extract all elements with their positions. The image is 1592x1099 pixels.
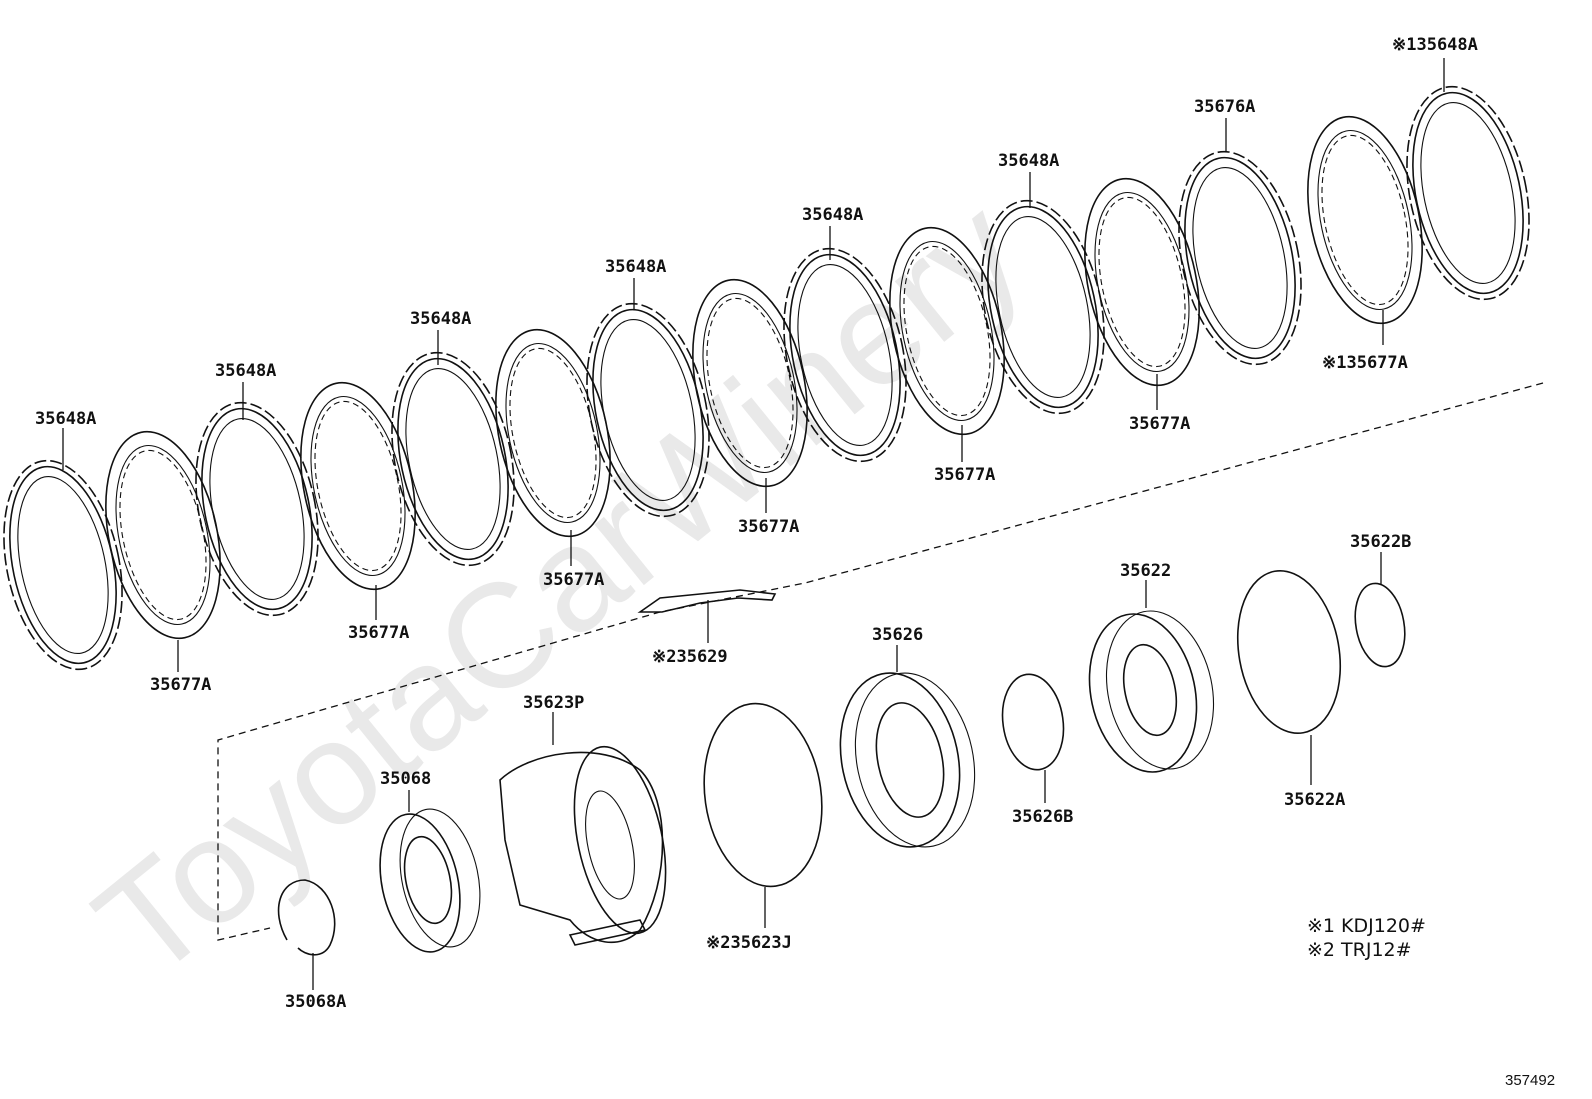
callout-35677a: 35677A bbox=[1129, 414, 1190, 434]
callout-35629: ※235629 bbox=[652, 647, 728, 667]
clutch-plate bbox=[3, 459, 123, 671]
callout-35677a: 35677A bbox=[543, 570, 604, 590]
o-ring bbox=[1001, 673, 1065, 771]
callout-35677a: 35677A bbox=[150, 675, 211, 695]
retainer-part bbox=[839, 672, 976, 848]
callout-35677a: 35677A bbox=[934, 465, 995, 485]
note-1: ※1 KDJ120# bbox=[1307, 915, 1426, 937]
o-ring bbox=[1236, 569, 1342, 735]
clutch-disc bbox=[1084, 177, 1200, 387]
callout-35622b: 35622B bbox=[1350, 532, 1411, 552]
callout-35648a: 35648A bbox=[410, 309, 471, 329]
clutch-plate bbox=[1178, 150, 1302, 366]
callout-35677a: 35677A bbox=[738, 517, 799, 537]
callout-35068: 35068 bbox=[380, 769, 431, 789]
figure-number: 357492 bbox=[1505, 1072, 1555, 1089]
clutch-plate bbox=[783, 247, 907, 463]
clutch-disc bbox=[300, 381, 416, 591]
snap-ring bbox=[277, 879, 336, 956]
callout-35648a-note1: ※135648A bbox=[1392, 35, 1478, 55]
clutch-disc bbox=[105, 430, 221, 640]
hub-part bbox=[379, 808, 481, 953]
note-2: ※2 TRJ12# bbox=[1307, 939, 1412, 961]
o-ring bbox=[1354, 582, 1406, 668]
callout-35676a: 35676A bbox=[1194, 97, 1255, 117]
callout-35068a: 35068A bbox=[285, 992, 346, 1012]
callout-35623j: ※235623J bbox=[706, 933, 792, 953]
callout-35648a: 35648A bbox=[605, 257, 666, 277]
callout-35622: 35622 bbox=[1120, 561, 1171, 581]
clutch-plate bbox=[1406, 85, 1530, 301]
drum-part bbox=[499, 745, 667, 946]
clutch-disc bbox=[1307, 115, 1423, 325]
assembly-guide-line bbox=[217, 382, 1544, 941]
callout-35648a: 35648A bbox=[35, 409, 96, 429]
o-ring bbox=[703, 702, 823, 888]
clutch-disc bbox=[495, 328, 611, 538]
callout-35677a: 35677A bbox=[348, 623, 409, 643]
callout-35622a: 35622A bbox=[1284, 790, 1345, 810]
callout-35626: 35626 bbox=[872, 625, 923, 645]
callout-35648a: 35648A bbox=[802, 205, 863, 225]
callout-35626b: 35626B bbox=[1012, 807, 1073, 827]
piston-part bbox=[1088, 610, 1215, 773]
callout-35677a-note1: ※135677A bbox=[1322, 353, 1408, 373]
callout-35623p: 35623P bbox=[523, 693, 584, 713]
callout-35648a: 35648A bbox=[998, 151, 1059, 171]
clutch-disc bbox=[889, 226, 1005, 436]
leader-lines bbox=[62, 58, 1445, 990]
spring-part bbox=[637, 589, 777, 613]
callout-35648a: 35648A bbox=[215, 361, 276, 381]
clutch-disc bbox=[692, 278, 808, 488]
